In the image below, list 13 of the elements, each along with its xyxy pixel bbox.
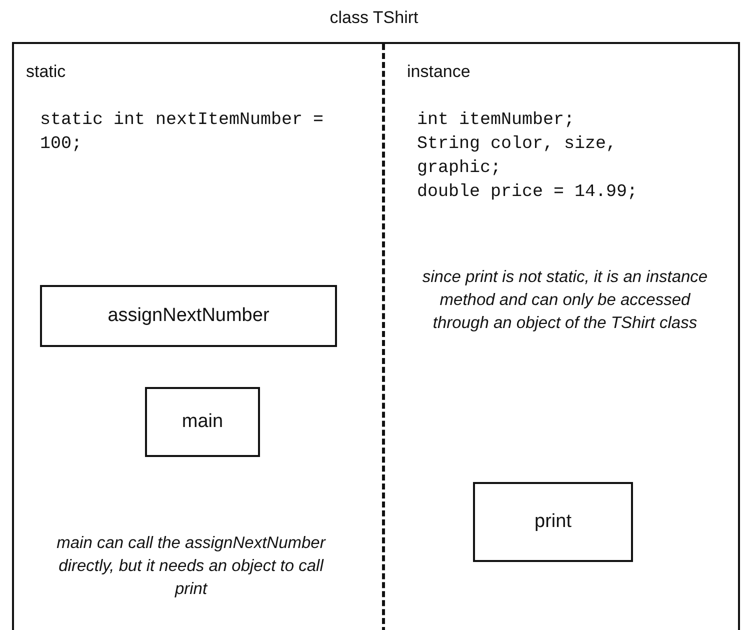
class-frame xyxy=(12,42,740,630)
code-text: static int nextItemNumber = 100; xyxy=(40,109,325,156)
code-text: String color, size, graphic; xyxy=(417,133,618,180)
code-text: double price = 14.99; xyxy=(417,181,639,204)
code-text: int itemNumber; xyxy=(417,109,576,132)
method-box: main xyxy=(145,387,260,457)
method-box: assignNextNumber xyxy=(40,285,337,347)
note-text: main can call the assignNextNumber directly, but it needs an object to call print xyxy=(56,533,327,600)
section-heading: static xyxy=(26,62,66,82)
section-heading: instance xyxy=(407,62,470,82)
note-text: since print is not static, it is an instance method and can only be accessed through an object of the TShirt class xyxy=(421,267,709,334)
method-box: print xyxy=(473,482,633,562)
class-title: class TShirt xyxy=(328,8,420,28)
